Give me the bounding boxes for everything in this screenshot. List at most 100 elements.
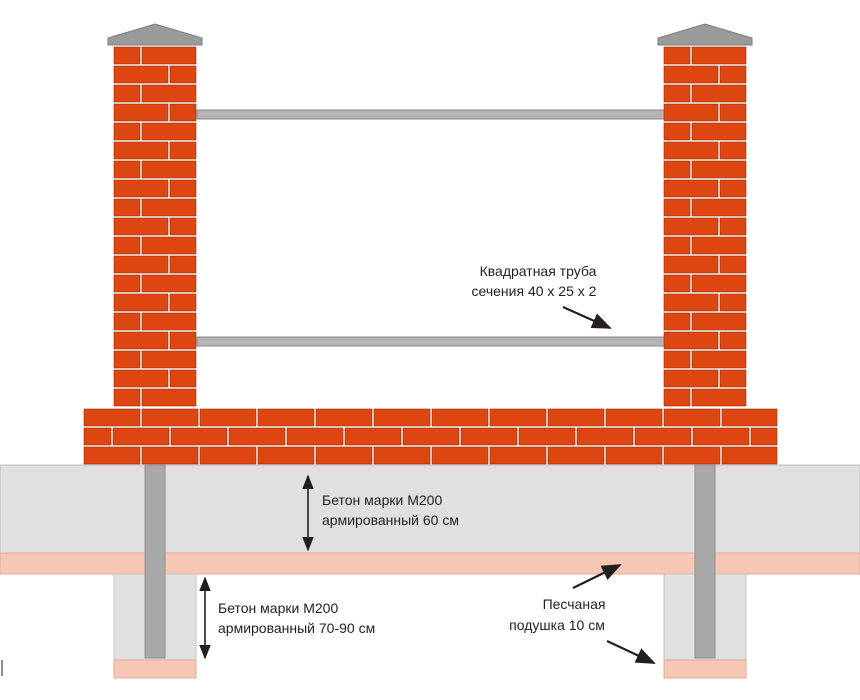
pillar-brick [719,179,747,198]
base-brick [83,427,112,446]
brick-base-wall [83,408,778,465]
slab-label-line1: Бетон марки М200 [322,492,442,508]
pillar-brick [691,198,747,217]
base-brick [547,446,605,465]
pillar-brick [663,198,691,217]
left-footing-sand [113,659,197,679]
base-brick [257,446,315,465]
base-brick [431,408,489,427]
pillar-brick [719,103,747,122]
pillar-brick [663,331,719,350]
pillar-brick [141,84,197,103]
pillar-brick [113,293,169,312]
pillar-brick [691,84,747,103]
base-brick [83,446,141,465]
pillar-brick [169,331,197,350]
pillar-brick [663,65,719,84]
pillar-brick [663,122,691,141]
base-brick [315,446,373,465]
sand-cushion [0,552,860,575]
base-brick [750,427,778,446]
pillar-brick [141,160,197,179]
pillar-brick [113,369,169,388]
pillar-brick [663,312,691,331]
pillar-brick [113,255,169,274]
pillar-brick [113,65,169,84]
pillar-brick [663,84,691,103]
pillar-brick [663,255,719,274]
pillar-brick [691,46,747,65]
base-brick [315,408,373,427]
pillar-brick [113,46,141,65]
slab-label-line2: армированный 60 см [322,512,459,528]
pillar-brick [113,236,141,255]
base-brick [547,408,605,427]
pillar-brick [141,274,197,293]
pillar-brick [141,388,197,407]
base-brick [605,408,663,427]
footing-label-line2: армированный 70-90 см [218,620,375,636]
pillar-brick [691,312,747,331]
pillar-brick [719,255,747,274]
right-brick-pillar [663,46,747,407]
left-pillar-cap [107,23,203,46]
base-brick [373,446,431,465]
base-brick [518,427,576,446]
pillar-brick [663,103,719,122]
base-brick [634,427,692,446]
base-brick [112,427,170,446]
pillar-brick [169,293,197,312]
pillar-brick [113,217,169,236]
pillar-brick [663,293,719,312]
right-rebar-post [694,464,716,659]
base-brick [431,446,489,465]
pillar-brick [663,274,691,293]
pillar-brick [141,46,197,65]
sand-label-line2: подушка 10 см [509,617,605,633]
base-brick [663,446,721,465]
pillar-brick [113,331,169,350]
pillar-brick [719,369,747,388]
pillar-brick [141,236,197,255]
pillar-brick [113,350,141,369]
pillar-brick [663,217,719,236]
pillar-brick [141,198,197,217]
pillar-brick [169,65,197,84]
pipe-label-line2: сечения 40 х 25 х 2 [472,283,597,299]
pillar-brick [691,122,747,141]
square-pipe-bottom [196,336,666,347]
footing-label-line1: Бетон марки М200 [218,600,338,616]
base-brick [576,427,634,446]
base-brick [402,427,460,446]
pillar-brick [169,217,197,236]
concrete-slab [0,464,860,554]
base-brick [721,408,778,427]
base-brick [489,446,547,465]
pillar-brick [663,179,719,198]
pillar-brick [691,350,747,369]
right-pillar-cap [657,23,753,46]
sand-label-line1: Песчаная [543,596,606,612]
base-brick [141,446,199,465]
pillar-brick [663,236,691,255]
right-footing-sand [663,659,747,679]
base-brick [489,408,547,427]
pillar-brick [719,65,747,84]
pillar-brick [113,103,169,122]
base-brick [721,446,778,465]
pillar-brick [141,350,197,369]
base-brick [373,408,431,427]
base-brick [257,408,315,427]
pillar-brick [691,160,747,179]
pillar-brick [663,350,691,369]
base-brick [228,427,286,446]
pillar-brick [663,160,691,179]
base-brick [286,427,344,446]
base-brick [692,427,750,446]
pillar-brick [691,388,747,407]
base-brick [83,408,141,427]
pillar-brick [113,84,141,103]
pillar-brick [719,293,747,312]
pillar-brick [663,369,719,388]
